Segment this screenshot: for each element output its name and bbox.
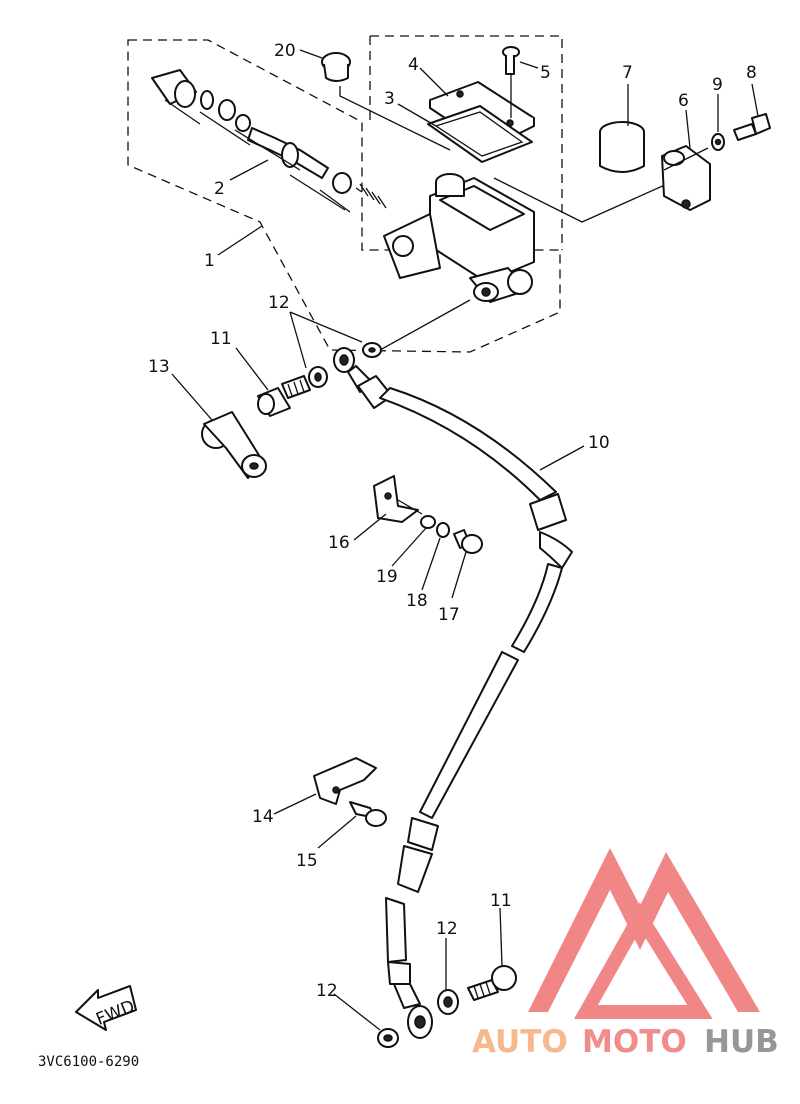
reservoir-cover	[427, 81, 535, 163]
holder-bolt-set	[663, 113, 771, 171]
reservoir-cap	[321, 52, 451, 151]
forward-arrow: FWD	[75, 985, 138, 1031]
watermark-logo: AUTO MOTO HUB	[472, 848, 779, 1060]
lever-spacer	[599, 121, 645, 173]
callout-11-top: 11	[210, 329, 232, 349]
callout-12-mid: 12	[436, 919, 458, 939]
callout-2: 2	[214, 179, 225, 199]
master-cylinder-kit-outline	[127, 35, 563, 353]
master-cylinder-body	[379, 173, 535, 351]
callout-labels: 20 4 5 3 7 6 9 8 2 1 12 11 13 10 16 19 1…	[148, 41, 757, 1001]
callout-18: 18	[406, 591, 428, 611]
brake-hose	[333, 347, 573, 1039]
callout-16: 16	[328, 533, 350, 553]
union-bolt-top	[257, 366, 328, 417]
callout-5: 5	[540, 63, 551, 83]
callout-15: 15	[296, 851, 318, 871]
watermark-triangle	[528, 848, 760, 1019]
callout-11-bottom: 11	[490, 891, 512, 911]
hose-guide-upper	[373, 475, 483, 554]
callout-3: 3	[384, 89, 395, 109]
callout-12-bottom: 12	[316, 981, 338, 1001]
callout-13: 13	[148, 357, 170, 377]
callout-8: 8	[746, 63, 757, 83]
callout-20: 20	[274, 41, 296, 61]
copper-washer-top	[362, 342, 382, 358]
callout-9: 9	[712, 75, 723, 95]
hose-guide-lower	[313, 757, 387, 827]
callout-17: 17	[438, 605, 460, 625]
callout-14: 14	[252, 807, 274, 827]
callout-12-top: 12	[268, 293, 290, 313]
callout-10: 10	[588, 433, 610, 453]
callout-7: 7	[622, 63, 633, 83]
piston-kit	[151, 69, 387, 213]
union-bolt-cover	[201, 411, 267, 479]
watermark-moto: MOTO	[582, 1024, 687, 1060]
holder-bracket	[661, 145, 711, 211]
diagram-code: 3VC6100-6290	[38, 1054, 139, 1070]
callout-6: 6	[678, 91, 689, 111]
watermark-auto: AUTO	[472, 1024, 568, 1060]
union-bolt-bottom	[377, 965, 517, 1048]
leader-lines	[171, 49, 759, 1031]
callout-19: 19	[376, 567, 398, 587]
callout-1: 1	[204, 251, 215, 271]
callout-4: 4	[408, 55, 419, 75]
cover-screw	[502, 46, 520, 118]
watermark-hub: HUB	[704, 1024, 779, 1060]
